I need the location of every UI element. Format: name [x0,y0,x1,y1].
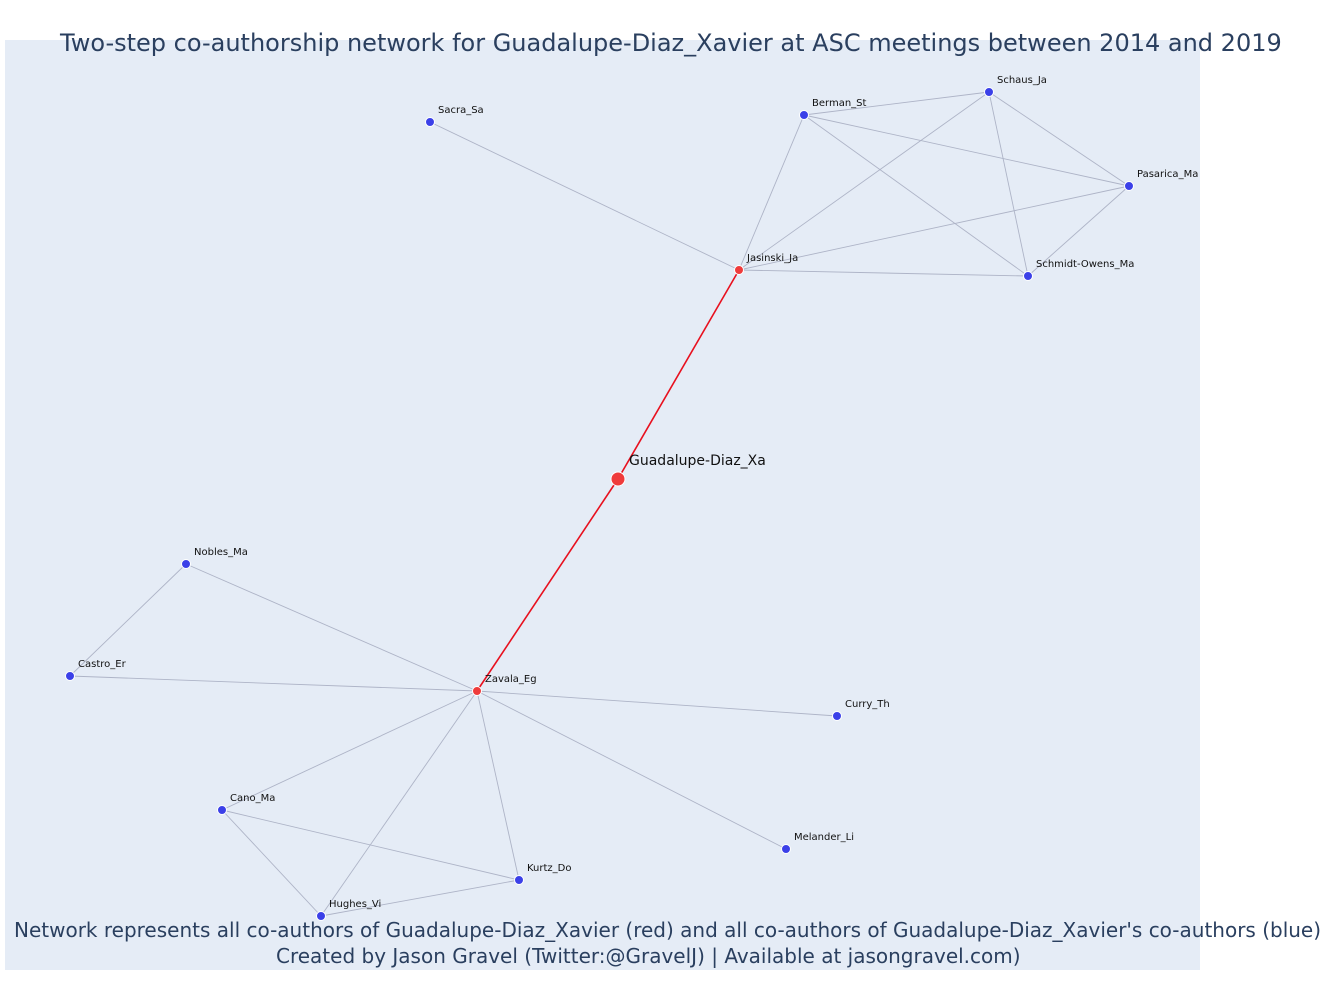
coauthor-edge [69,675,478,692]
node-marker[interactable] [514,875,524,885]
node-label: Zavala_Eg [485,674,537,685]
coauthor-edge [738,91,990,271]
caption-line-2: Created by Jason Gravel (Twitter:@Gravel… [276,944,1021,968]
focal-edge [617,269,740,480]
coauthor-edge [738,114,805,271]
coauthor-edge [476,690,787,850]
node-label: Sacra_Sa [438,105,484,116]
node-label: Guadalupe-Diaz_Xa [629,453,766,469]
node-marker[interactable] [799,110,809,120]
node-label: Cano_Ma [230,793,275,804]
node-marker[interactable] [181,559,191,569]
node-marker[interactable] [1023,271,1033,281]
node-marker[interactable] [65,671,75,681]
coauthor-edge [476,690,838,717]
node-marker[interactable] [734,265,744,275]
plot-area [5,40,1200,970]
node-marker[interactable] [781,844,791,854]
coauthor-edge [1027,185,1130,277]
node-marker[interactable] [425,117,435,127]
chart-title: Two-step co-authorship network for Guada… [60,29,1282,57]
coauthor-edge [738,269,1029,277]
node-marker[interactable] [984,87,994,97]
node-marker[interactable] [832,711,842,721]
node-marker[interactable] [472,686,482,696]
coauthor-edge [803,114,1029,277]
coauthor-edge [803,91,990,116]
coauthor-edge [476,690,520,881]
node-label: Jasinski_Ja [746,253,798,264]
coauthor-edge [320,690,478,917]
coauthor-edge [221,809,520,881]
coauthor-edge [988,91,1029,277]
node-label: Schmidt-Owens_Ma [1036,259,1134,270]
caption-line-1: Network represents all co-authors of Gua… [14,918,1321,942]
coauthor-edge [69,563,187,677]
node-label: Curry_Th [845,699,890,710]
coauthor-edge [738,185,1130,271]
node-label: Pasarica_Ma [1137,169,1198,180]
node-label: Castro_Er [78,659,127,670]
node-marker[interactable] [316,911,326,921]
coauthor-edge [221,809,322,917]
node-label: Nobles_Ma [194,547,248,558]
node-label: Hughes_Vi [329,899,381,910]
coauthor-edge [320,879,520,917]
coauthor-edge [803,114,1130,187]
coauthor-edge [221,690,478,811]
focal-edge [476,478,619,692]
node-marker[interactable] [610,471,626,487]
coauthor-edge [988,91,1130,187]
coauthor-edge [429,121,740,271]
node-marker[interactable] [217,805,227,815]
node-label: Berman_St [812,98,867,109]
node-label: Melander_Li [794,832,854,843]
node-label: Kurtz_Do [527,863,572,874]
node-label: Schaus_Ja [997,75,1047,86]
edges-layer [69,91,1130,917]
coauthor-edge [185,563,478,692]
node-marker[interactable] [1124,181,1134,191]
